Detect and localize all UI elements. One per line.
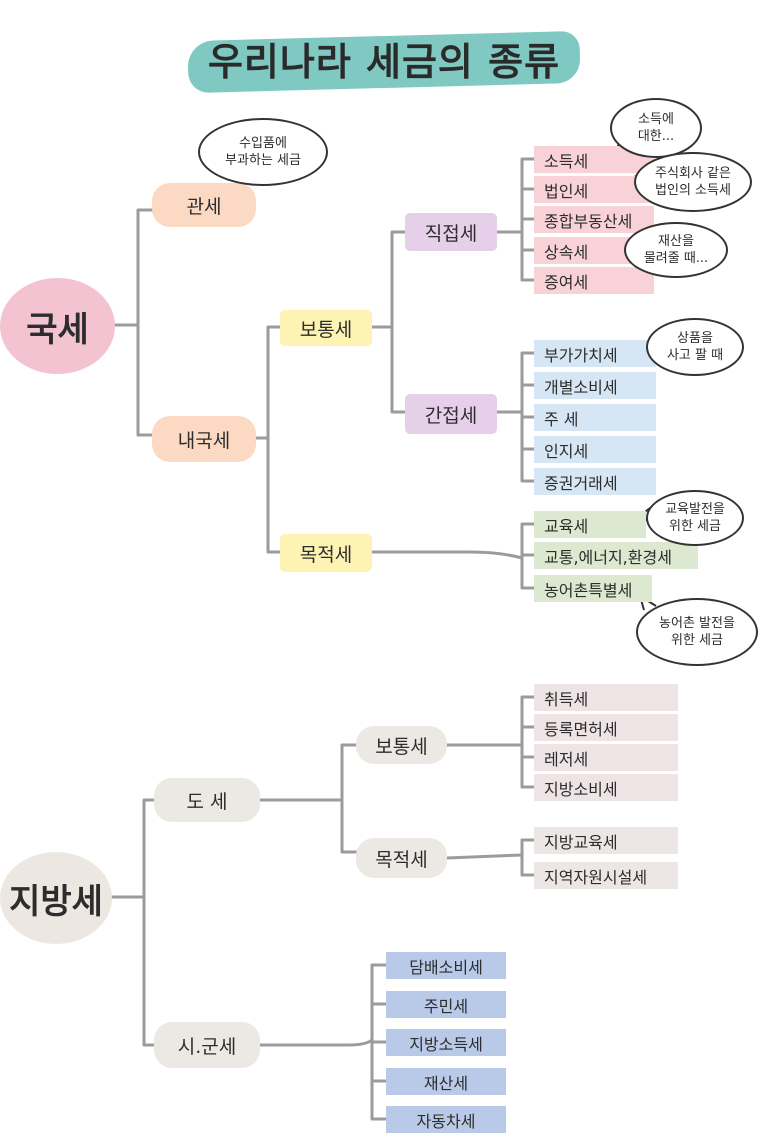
purpose-tax-item: 교육세: [534, 511, 646, 538]
inheritance-note-bubble: 재산을 물려줄 때...: [624, 222, 728, 278]
city-tax-item: 자동차세: [386, 1106, 506, 1133]
rural-note-bubble: 농어촌 발전을 위한 세금: [636, 598, 758, 666]
local-ordinary-tax-item: 지방소비세: [534, 774, 678, 801]
customs-note-bubble: 수입품에 부과하는 세금: [198, 118, 328, 186]
education-note-bubble: 교육발전을 위한 세금: [646, 490, 744, 546]
local-ordinary-tax-item: 레저세: [534, 744, 678, 771]
customs-duty-node: 관세: [152, 183, 256, 227]
city-tax-item: 재산세: [386, 1068, 506, 1095]
city-tax-item: 지방소득세: [386, 1029, 506, 1056]
city-county-tax-node: 시.군세: [154, 1022, 260, 1068]
direct-tax-item: 증여세: [534, 267, 654, 294]
direct-tax-node: 직접세: [405, 213, 497, 251]
indirect-tax-node: 간접세: [405, 394, 497, 434]
purpose-tax-item: 교통,에너지,환경세: [534, 542, 698, 569]
local-purpose-tax-item: 지방교육세: [534, 827, 678, 854]
indirect-tax-item: 개별소비세: [534, 372, 656, 399]
income-note-bubble: 소득에 대한...: [610, 98, 702, 158]
national-purpose-tax-node: 목적세: [280, 534, 372, 572]
city-tax-item: 담배소비세: [386, 952, 506, 979]
local-ordinary-tax-item: 등록면허세: [534, 714, 678, 741]
city-tax-item: 주민세: [386, 991, 506, 1018]
local-purpose-tax-node: 목적세: [356, 838, 447, 878]
indirect-tax-item: 인지세: [534, 436, 656, 463]
internal-tax-node: 내국세: [152, 416, 256, 462]
national-ordinary-tax-node: 보통세: [280, 310, 372, 346]
indirect-tax-item: 주 세: [534, 404, 656, 431]
national-tax-root: 국세: [0, 278, 115, 374]
indirect-tax-item: 증권거래세: [534, 468, 656, 495]
purpose-tax-item: 농어촌특별세: [534, 575, 652, 602]
vat-note-bubble: 상품을 사고 팔 때: [646, 318, 744, 376]
local-ordinary-tax-item: 취득세: [534, 684, 678, 711]
local-purpose-tax-item: 지역자원시설세: [534, 862, 678, 889]
indirect-tax-item: 부가가치세: [534, 340, 656, 367]
page-title: 우리나라 세금의 종류: [207, 39, 561, 84]
direct-tax-item: 종합부동산세: [534, 206, 654, 233]
local-ordinary-tax-node: 보통세: [356, 726, 447, 764]
local-tax-root: 지방세: [0, 852, 112, 944]
province-tax-node: 도 세: [154, 778, 260, 822]
corporate-note-bubble: 주식회사 같은 법인의 소득세: [634, 152, 752, 212]
